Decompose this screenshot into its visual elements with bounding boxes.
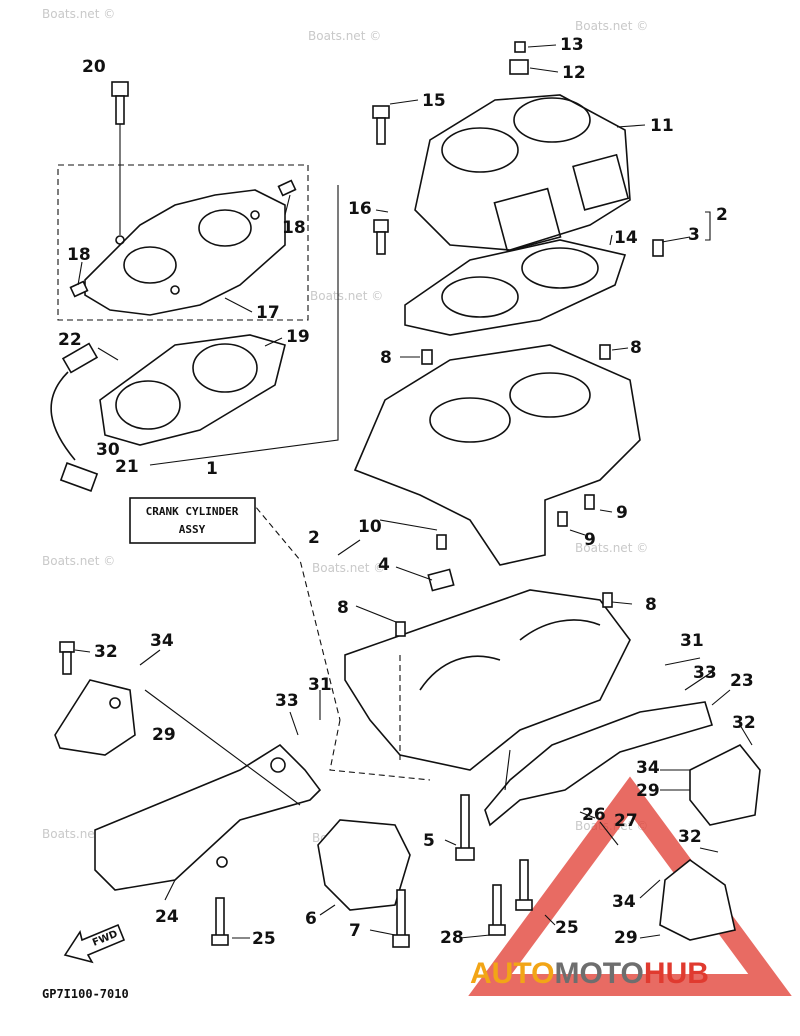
- long-bolts: [211, 794, 533, 948]
- base-gasket: [404, 239, 627, 336]
- callout-label: 27: [614, 811, 638, 831]
- callout-label: 8: [645, 595, 657, 615]
- watermark: Boats.net ©: [312, 561, 385, 575]
- callout-label: 32: [94, 642, 118, 662]
- cylinder-head: [69, 179, 297, 316]
- upper-crankcase: [353, 344, 641, 592]
- callout-label: 8: [337, 598, 349, 618]
- callout-label: 30: [96, 440, 120, 460]
- callout-label: 22: [58, 330, 82, 350]
- caption-line1: CRANK CYLINDER: [146, 505, 239, 518]
- mount-plate-24: [94, 743, 322, 891]
- callout-label: 15: [422, 91, 446, 111]
- callout-label: 24: [155, 907, 179, 927]
- cylinder-block: [414, 94, 631, 253]
- head-gasket: [99, 334, 286, 446]
- callout-label: 16: [348, 199, 372, 219]
- callout-label: 34: [636, 758, 660, 778]
- callout-label: 33: [275, 691, 299, 711]
- callout-label: 29: [152, 725, 176, 745]
- callout-label: 5: [423, 831, 435, 851]
- callout-label: 23: [730, 671, 754, 691]
- hose-assembly: [50, 342, 119, 492]
- callout-label: 25: [252, 929, 276, 949]
- callout-label: 8: [380, 348, 392, 368]
- caption-line2: ASSY: [179, 523, 206, 536]
- callout-label: 9: [616, 503, 628, 523]
- damper-29-right: [659, 743, 761, 941]
- lower-crankcase: [344, 589, 631, 771]
- callout-label: 33: [693, 663, 717, 683]
- callout-label: 21: [115, 457, 139, 477]
- callout-label: 4: [378, 555, 390, 575]
- bolt-20: [111, 81, 129, 235]
- watermark: Boats.net ©: [575, 19, 648, 33]
- callout-label: 32: [732, 713, 756, 733]
- callout-label: 19: [286, 327, 310, 347]
- fwd-arrow-icon: FWD: [63, 923, 126, 964]
- callout-label: 29: [636, 781, 660, 801]
- callout-label: 31: [308, 675, 332, 695]
- callout-label: 12: [562, 63, 586, 83]
- callout-label: 29: [614, 928, 638, 948]
- callout-label: 25: [555, 918, 579, 938]
- callout-label: 8: [630, 338, 642, 358]
- callout-label: 2: [716, 205, 728, 225]
- callout-label: 18: [282, 218, 306, 238]
- brace-2: [705, 211, 711, 241]
- head-group-box: [57, 164, 309, 321]
- mount-plate-23: [484, 701, 714, 827]
- callout-label: 13: [560, 35, 584, 55]
- callout-label: 9: [584, 530, 596, 550]
- callout-label: 17: [256, 303, 280, 323]
- callout-label: 31: [680, 631, 704, 651]
- leader-lines: [74, 44, 753, 939]
- callout-label: 28: [440, 928, 464, 948]
- callout-label: 20: [82, 57, 106, 77]
- brand-text: AUTOMOTOHUB: [470, 957, 709, 990]
- callout-label: 7: [349, 921, 361, 941]
- callout-label: 34: [150, 631, 174, 651]
- callout-label: 10: [358, 517, 382, 537]
- callout-label: 1: [206, 459, 218, 479]
- watermark: Boats.net ©: [310, 289, 383, 303]
- caption-box: CRANK CYLINDER ASSY: [129, 497, 256, 544]
- bracket-6: [317, 819, 411, 911]
- callout-labels: 20 13 12 15 11 2 3 14 16 18 18 17 22 19 …: [58, 35, 756, 949]
- callout-label: 18: [67, 245, 91, 265]
- callout-label: 6: [305, 909, 317, 929]
- callout-label: 34: [612, 892, 636, 912]
- watermark: Boats.net ©: [575, 541, 648, 555]
- callout-label: 32: [678, 827, 702, 847]
- callout-label: 14: [614, 228, 638, 248]
- callout-label: 26: [582, 805, 606, 825]
- callout-label: 2: [308, 528, 320, 548]
- watermark: Boats.net ©: [308, 29, 381, 43]
- callout-label: 11: [650, 116, 674, 136]
- watermark: Boats.net ©: [42, 554, 115, 568]
- damper-29-left: [54, 641, 136, 756]
- small-fasteners: [372, 41, 664, 257]
- callout-label: 3: [688, 225, 700, 245]
- watermark: Boats.net ©: [42, 7, 115, 21]
- drawing-code: GP7I100-7010: [42, 987, 129, 1001]
